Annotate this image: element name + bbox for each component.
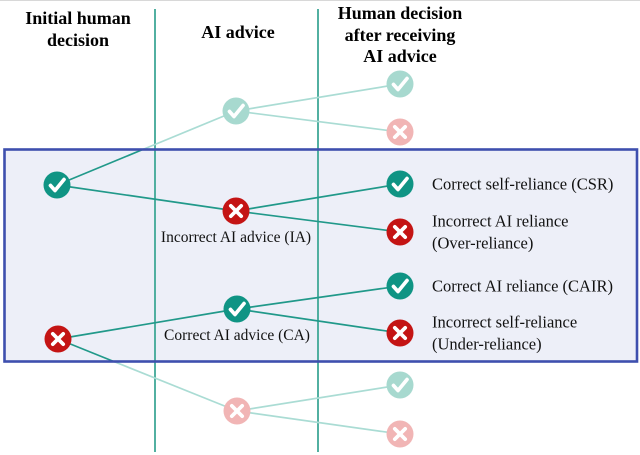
check-icon [391, 76, 409, 92]
check-icon [391, 278, 409, 294]
tree-edge-pale [235, 110, 401, 133]
outcome-cair-circle [386, 272, 414, 300]
check-icon [228, 301, 246, 317]
column-header-ai-advice: AI advice [201, 22, 275, 42]
ai-advice-correct-label: Correct AI advice (CA) [164, 326, 310, 344]
tree-edge-dark [235, 183, 401, 212]
tree-edge-pale [114, 361, 238, 412]
highlight-box-border [3, 148, 639, 363]
ai-advice-correct-circle [223, 295, 251, 323]
cross-icon [50, 331, 66, 347]
outcome-faded-bottom-correct-circle [386, 371, 414, 399]
outcome-csr-label: Correct self-reliance (CSR) [432, 174, 614, 194]
tree-edge-dark [57, 308, 238, 340]
cross-icon [392, 124, 408, 140]
tree-edge-dark [56, 148, 145, 186]
highlight-box [4, 149, 637, 362]
outcome-cair-label: Correct AI reliance (CAIR) [432, 276, 613, 296]
outcome-faded-top-correct-circle [386, 70, 414, 98]
outcome-under-reliance-label: Incorrect self-reliance (Under-reliance) [432, 312, 578, 354]
outcome-csr-circle [386, 170, 414, 198]
tree-edge-pale [236, 410, 401, 435]
cross-icon [392, 325, 408, 341]
human-correct-circle [43, 171, 71, 199]
ai-advice-correct-faded-circle [222, 97, 250, 125]
tree-edge-dark [236, 285, 401, 310]
check-icon [391, 176, 409, 192]
tree-edge-pale [236, 384, 401, 412]
tree-edge-dark [235, 210, 401, 233]
cross-icon [392, 426, 408, 442]
ai-advice-incorrect-label: Incorrect AI advice (IA) [160, 228, 312, 246]
tree-edge-pale [235, 83, 401, 112]
tree-edge-dark [236, 308, 401, 334]
check-icon [391, 377, 409, 393]
tree-edge-dark [56, 184, 237, 212]
check-icon [227, 103, 245, 119]
check-icon [48, 177, 66, 193]
column-header-initial-human-decision: Initial human decision [25, 8, 131, 50]
tree-edge-pale [143, 110, 237, 150]
cross-icon [392, 224, 408, 240]
cross-icon [229, 403, 245, 419]
cross-icon [228, 203, 244, 219]
outcome-over-reliance-label: Incorrect AI reliance (Over-reliance) [432, 211, 569, 253]
column-header-human-decision-after-ai-advice: Human decision after receiving AI advice [337, 3, 463, 66]
